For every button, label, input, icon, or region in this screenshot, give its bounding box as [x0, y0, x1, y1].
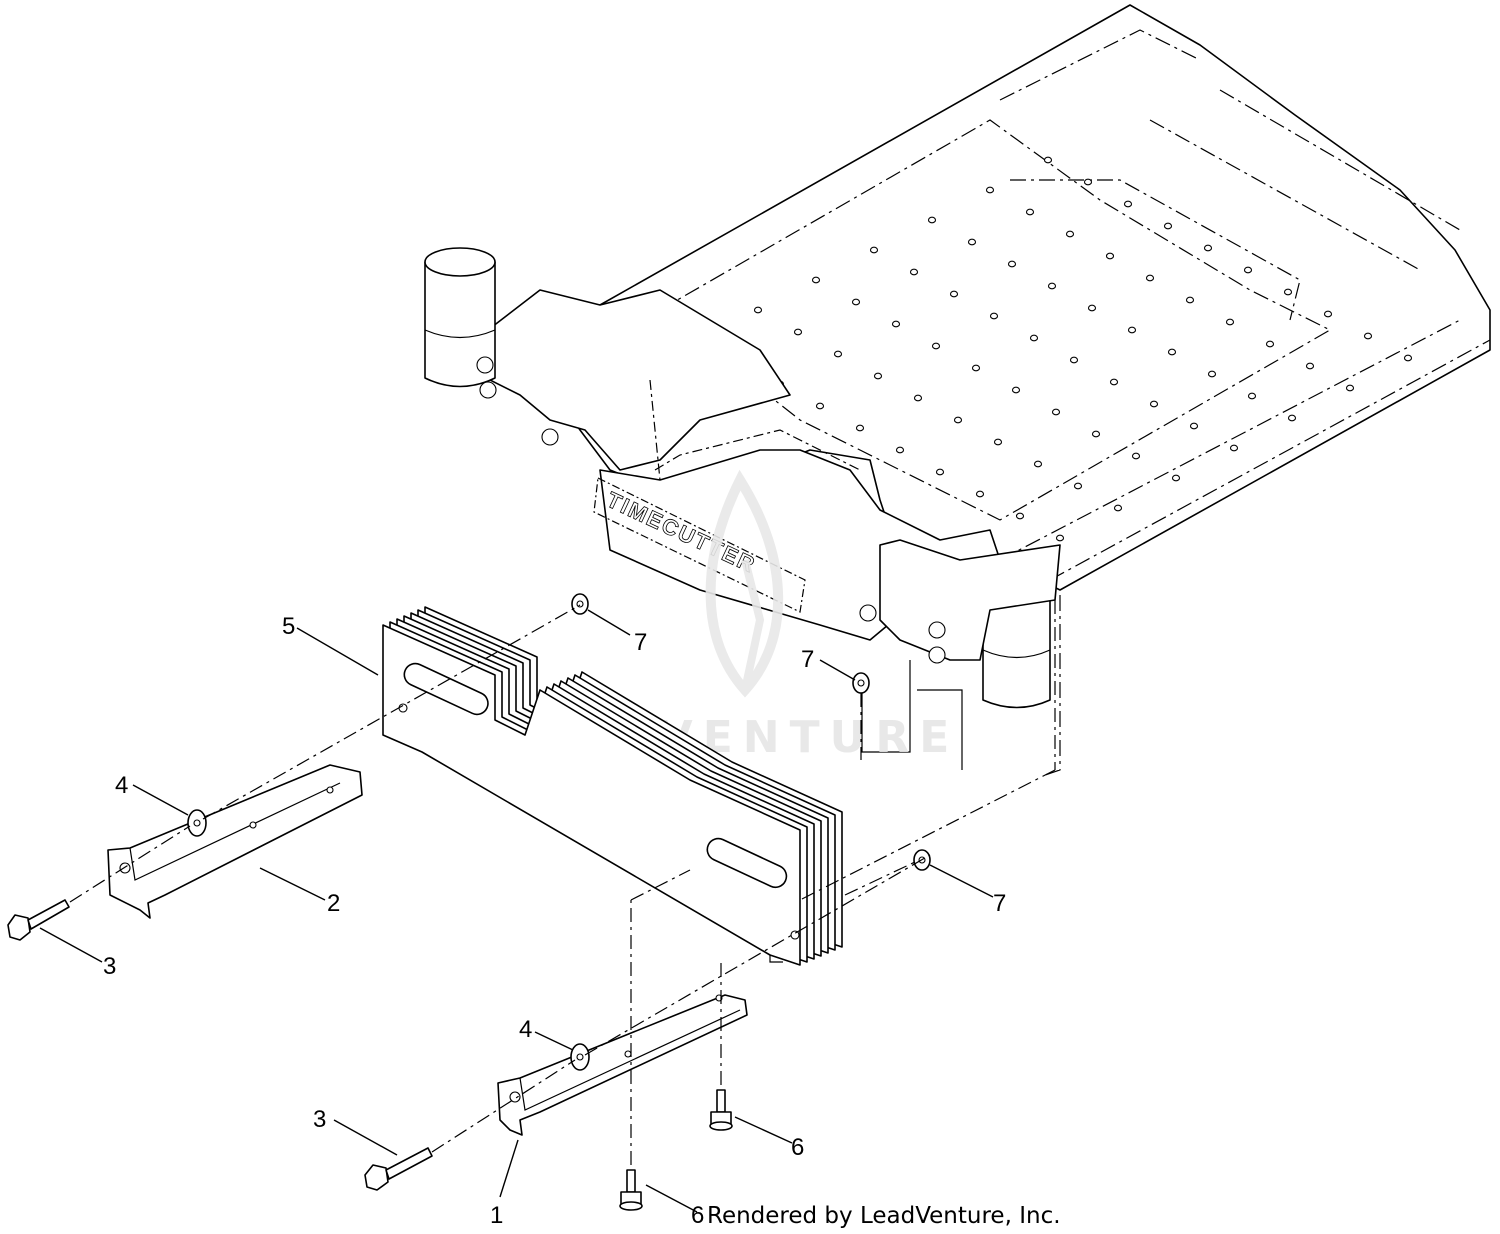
perforation-hole: [1015, 512, 1025, 520]
perforation-hole: [1283, 288, 1293, 296]
perforation-hole: [1091, 430, 1101, 438]
perforation-hole: [1185, 296, 1195, 304]
perforation-hole: [1113, 504, 1123, 512]
perforation-hole: [1127, 326, 1137, 334]
perforation-hole: [975, 490, 985, 498]
left-mounting-bracket: [107, 764, 363, 919]
perforation-hole: [1043, 156, 1053, 164]
perforation-hole: [1203, 244, 1213, 252]
perforation-hole: [833, 350, 843, 358]
perforation-hole: [971, 364, 981, 372]
perforation-hole: [1011, 386, 1021, 394]
capscrew-left: [7, 899, 70, 941]
callout-5: 5: [282, 613, 295, 640]
perforation-hole: [1065, 230, 1075, 238]
callout-4-left: 4: [115, 772, 128, 799]
perforation-hole: [1163, 222, 1173, 230]
perforation-hole: [1149, 400, 1159, 408]
perforation-hole: [1207, 370, 1217, 378]
perforation-hole: [967, 238, 977, 246]
perforation-hole: [993, 438, 1003, 446]
callout-labels: 5 7 7 7 4 2 3 4 3 1 6 6: [103, 613, 1006, 1229]
washer-right: [570, 1043, 590, 1071]
callout-7-right: 7: [993, 890, 1006, 917]
perforation-hole: [851, 298, 861, 306]
callout-2: 2: [327, 890, 340, 917]
perforation-hole: [935, 468, 945, 476]
perforation-hole: [1225, 318, 1235, 326]
leader-lines: [39, 609, 994, 1213]
perforation-hole: [873, 372, 883, 380]
perforation-hole: [815, 402, 825, 410]
perforation-hole: [1055, 534, 1065, 542]
perforation-hole: [913, 394, 923, 402]
mower-frame-assembly: TIMECUTTER: [424, 4, 1491, 776]
right-mounting-bracket: [497, 994, 748, 1136]
perforation-hole: [985, 186, 995, 194]
callout-7-middle: 7: [801, 646, 814, 673]
perforation-hole: [931, 342, 941, 350]
perforation-hole: [1243, 266, 1253, 274]
left-caster-post: [424, 247, 559, 446]
perforation-hole: [1029, 334, 1039, 342]
perforation-hole: [891, 320, 901, 328]
assembly-centerlines: [69, 600, 1056, 1165]
perforation-hole: [953, 416, 963, 424]
perforation-hole: [895, 446, 905, 454]
callout-3-right: 3: [313, 1106, 326, 1133]
perforation-hole: [1247, 392, 1257, 400]
perforation-hole: [1145, 274, 1155, 282]
render-credit: Rendered by LeadVenture, Inc.: [707, 1203, 1061, 1229]
flange-bolt-b: [619, 1169, 643, 1211]
perforation-hole: [1171, 474, 1181, 482]
callout-4-right: 4: [519, 1016, 532, 1043]
perforation-hole: [1189, 422, 1199, 430]
right-caster-post: [859, 539, 1061, 709]
perforation-hole: [1265, 340, 1275, 348]
perforation-hole: [1083, 178, 1093, 186]
perforation-hole: [1105, 252, 1115, 260]
callout-6-lower: 6: [691, 1202, 704, 1229]
perforation-hole: [989, 312, 999, 320]
perforation-hole: [909, 268, 919, 276]
callout-6-upper: 6: [791, 1134, 804, 1161]
perforation-hole: [1305, 362, 1315, 370]
perforation-hole: [1073, 482, 1083, 490]
perforation-hole: [1167, 348, 1177, 356]
washer-left: [187, 809, 207, 837]
perforation-hole: [1229, 444, 1239, 452]
perforation-hole: [869, 246, 879, 254]
rear-weight-stack: [382, 606, 843, 966]
perforation-hole: [1047, 282, 1057, 290]
nut-right: [913, 849, 931, 871]
perforation-hole: [1025, 208, 1035, 216]
callout-3-left: 3: [103, 953, 116, 980]
perforation-hole: [1007, 260, 1017, 268]
perforation-hole: [1323, 310, 1333, 318]
perforation-hole: [1033, 460, 1043, 468]
callout-1: 1: [490, 1202, 503, 1229]
perforation-hole: [1109, 378, 1119, 386]
perforation-hole: [1131, 452, 1141, 460]
perforation-hole: [793, 328, 803, 336]
perforation-hole: [1403, 354, 1413, 362]
perforation-hole: [1069, 356, 1079, 364]
capscrew-right: [364, 1147, 433, 1191]
callout-7-top: 7: [634, 629, 647, 656]
perforation-hole: [1345, 384, 1355, 392]
flange-bolt-a: [709, 1089, 733, 1131]
perforation-hole: [753, 306, 763, 314]
perforation-hole: [1087, 304, 1097, 312]
perforation-hole: [1051, 408, 1061, 416]
perforation-hole: [855, 424, 865, 432]
nut-top: [571, 593, 589, 615]
perforation-hole: [949, 290, 959, 298]
perforation-hole: [927, 216, 937, 224]
perforation-hole: [1287, 414, 1297, 422]
perforation-hole: [1123, 200, 1133, 208]
nut-middle: [852, 672, 870, 694]
perforation-hole: [811, 276, 821, 284]
perforation-hole: [1363, 332, 1373, 340]
